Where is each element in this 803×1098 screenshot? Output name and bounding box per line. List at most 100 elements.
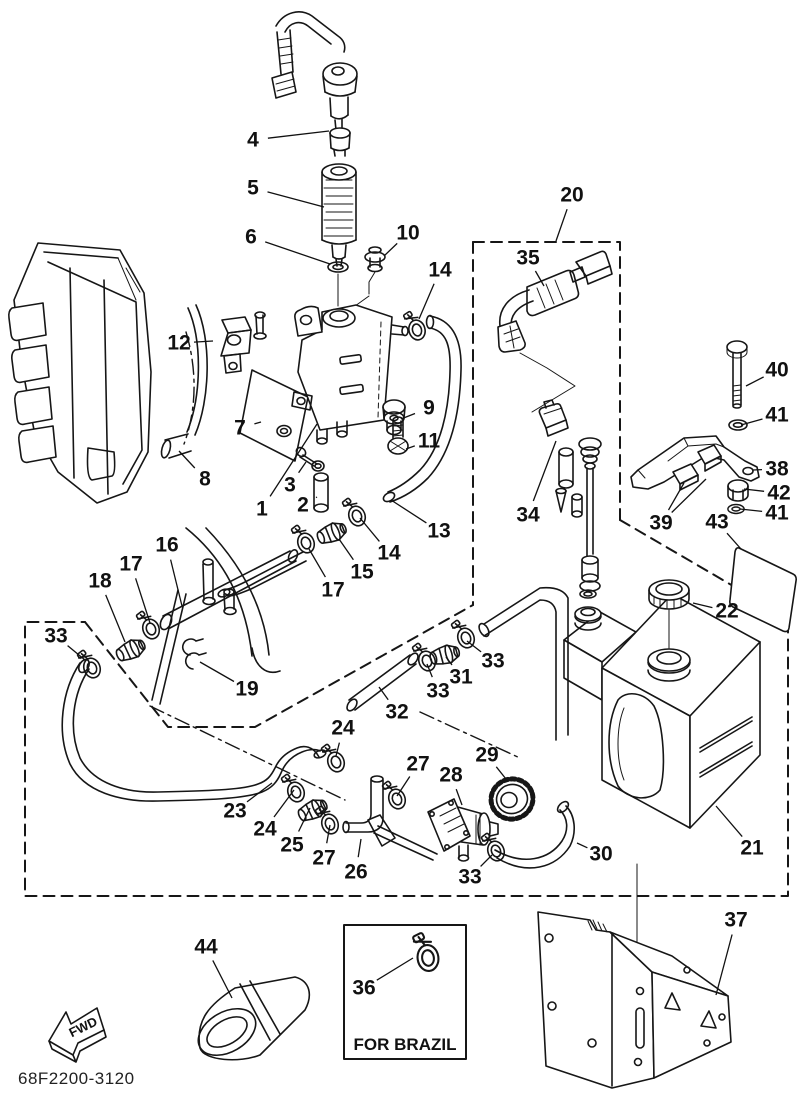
svg-text:8: 8: [199, 468, 211, 491]
callout-18: 18: [88, 570, 126, 643]
oil-pump-art: [427, 776, 575, 869]
svg-text:9: 9: [423, 397, 435, 420]
callout-27: 27: [396, 753, 430, 797]
callout-33: 33: [458, 854, 493, 889]
callout-9: 9: [400, 397, 435, 420]
callout-38: 38: [752, 458, 789, 481]
mid-fittings-art: [217, 493, 369, 598]
svg-text:28: 28: [439, 764, 463, 787]
callout-5: 5: [247, 177, 325, 208]
svg-text:20: 20: [560, 184, 583, 207]
svg-text:33: 33: [481, 650, 504, 673]
callout-20: 20: [555, 184, 584, 242]
callout-10: 10: [383, 222, 420, 257]
callout-41: 41: [739, 502, 789, 525]
for-brazil-label: FOR BRAZIL: [354, 1035, 457, 1054]
svg-text:11: 11: [418, 430, 441, 453]
callout-30: 30: [576, 842, 613, 866]
mounting-bracket-art: [537, 863, 732, 1089]
svg-text:24: 24: [331, 717, 355, 740]
svg-text:3: 3: [284, 474, 296, 497]
svg-text:17: 17: [119, 553, 142, 576]
callout-24: 24: [253, 789, 295, 841]
svg-text:21: 21: [740, 837, 764, 860]
callout-11: 11: [405, 430, 441, 453]
svg-text:42: 42: [767, 482, 790, 505]
svg-text:24: 24: [253, 818, 277, 841]
callout-17: 17: [119, 553, 151, 624]
filter-art: [321, 163, 357, 267]
svg-text:19: 19: [235, 678, 258, 701]
section-lines: [149, 331, 521, 801]
svg-text:43: 43: [705, 511, 728, 534]
svg-text:25: 25: [280, 834, 304, 857]
sub-oil-tank-art: [291, 304, 409, 513]
svg-text:27: 27: [312, 847, 335, 870]
callout-36: 36: [352, 957, 414, 1000]
svg-text:38: 38: [765, 458, 789, 481]
tank-elbow-hose-art: [478, 586, 569, 741]
svg-text:6: 6: [245, 226, 257, 249]
svg-text:14: 14: [377, 542, 401, 565]
callout-27: 27: [312, 824, 336, 870]
tank-hardware-art: [630, 340, 797, 633]
harness-art: [497, 250, 613, 413]
callout-7: 7: [234, 417, 262, 440]
svg-text:44: 44: [194, 936, 218, 959]
callout-33: 33: [44, 625, 86, 661]
svg-text:32: 32: [385, 701, 408, 724]
svg-text:33: 33: [44, 625, 67, 648]
callout-24: 24: [331, 717, 355, 757]
svg-text:18: 18: [88, 570, 112, 593]
breather-hose-art: [160, 304, 208, 459]
callout-12: 12: [167, 332, 214, 355]
callout-19: 19: [199, 661, 259, 701]
callout-2: 2: [297, 494, 318, 517]
svg-text:41: 41: [765, 404, 789, 427]
svg-text:13: 13: [427, 520, 450, 543]
svg-text:2: 2: [297, 494, 309, 517]
svg-text:31: 31: [449, 666, 473, 689]
svg-text:33: 33: [426, 680, 449, 703]
callout-37: 37: [715, 909, 748, 996]
callout-32: 32: [378, 686, 409, 724]
callout-40: 40: [745, 359, 789, 387]
callout-8: 8: [178, 450, 211, 491]
for-brazil-box: FOR BRAZIL: [343, 924, 467, 1060]
pump-hoses-art: [342, 775, 438, 861]
callout-3: 3: [284, 461, 307, 497]
callout-25: 25: [280, 807, 311, 857]
engine-cover-art: [8, 242, 152, 504]
callout-17: 17: [308, 548, 345, 602]
svg-text:34: 34: [516, 504, 540, 527]
boot-44-art: [197, 976, 311, 1061]
callout-43: 43: [705, 511, 742, 550]
svg-text:4: 4: [247, 129, 259, 152]
callout-23: 23: [223, 782, 273, 823]
callout-28: 28: [439, 764, 463, 806]
hose-32-art: [346, 615, 478, 712]
callout-33: 33: [426, 663, 450, 703]
svg-text:29: 29: [475, 744, 498, 767]
svg-text:36: 36: [352, 977, 375, 1000]
svg-text:30: 30: [589, 843, 612, 866]
svg-text:1: 1: [256, 498, 268, 521]
callout-13: 13: [390, 499, 451, 543]
svg-text:26: 26: [344, 861, 367, 884]
svg-text:16: 16: [155, 534, 178, 557]
washer-6-art: [327, 261, 349, 307]
callout-35: 35: [516, 247, 545, 287]
callout-29: 29: [475, 744, 507, 780]
svg-text:5: 5: [247, 177, 259, 200]
svg-text:7: 7: [234, 417, 246, 440]
svg-text:17: 17: [321, 579, 344, 602]
callout-6: 6: [245, 226, 331, 265]
svg-text:27: 27: [406, 753, 429, 776]
svg-text:33: 33: [458, 866, 481, 889]
grommet-10-art: [343, 246, 386, 315]
svg-text:35: 35: [516, 247, 540, 270]
callout-4: 4: [247, 129, 330, 152]
svg-text:39: 39: [649, 512, 672, 535]
